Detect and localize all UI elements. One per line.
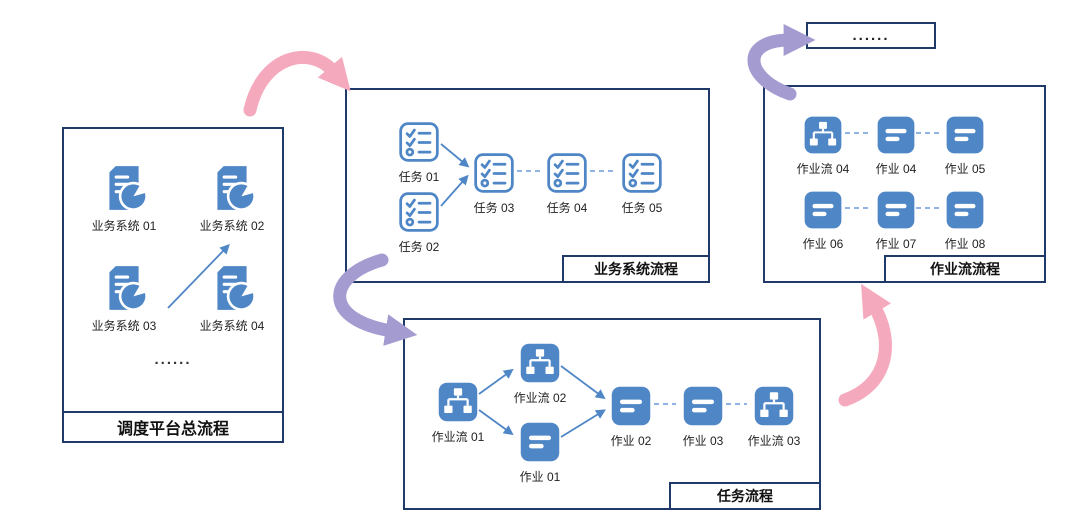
workflow-tree-icon (518, 341, 562, 385)
node-label: 作业流 02 (513, 391, 567, 405)
document-chart-icon (207, 263, 257, 313)
job-icon (875, 114, 917, 156)
node-label: 任务 02 (398, 240, 440, 254)
workflow-panel: 作业流 04 作业 04 作业 05 作业 06 作业 07 作业 08 作业流… (763, 85, 1046, 283)
node-label: 作业 04 (875, 162, 917, 176)
node-label: 作业流 04 (796, 162, 850, 176)
node-label: 作业 05 (944, 162, 986, 176)
node-business-system-03: 业务系统 03 (79, 263, 169, 334)
node-job-01: 作业 01 (498, 420, 582, 485)
job-icon (944, 114, 986, 156)
node-job-05: 作业 05 (927, 114, 1003, 177)
task-panel: 作业流 01 作业流 02 作业 01 作业 02 作业 03 作业流 03 任… (403, 318, 821, 510)
task-checklist-icon (472, 151, 516, 195)
task-checklist-icon (545, 151, 589, 195)
node-label: 任务 05 (621, 201, 663, 215)
job-icon (944, 189, 986, 231)
panel-title: 任务流程 (669, 482, 819, 508)
node-label: 作业流 03 (747, 434, 801, 448)
arrow-task-to-workflow (838, 283, 892, 407)
panel-title: 调度平台总流程 (64, 411, 282, 441)
master-panel: 业务系统 01 业务系统 02 业务系统 03 业务系统 04 ...... 调… (62, 127, 284, 443)
node-workflow-02: 作业流 02 (498, 341, 582, 406)
node-label: 业务系统 01 (91, 219, 157, 233)
node-job-03: 作业 03 (661, 384, 745, 449)
workflow-tree-icon (752, 384, 796, 428)
node-job-07: 作业 07 (858, 189, 934, 252)
document-chart-icon (99, 263, 149, 313)
panel-title: 业务系统流程 (562, 255, 708, 281)
workflow-tree-icon (436, 380, 480, 424)
node-task-04: 任务 04 (527, 151, 607, 216)
node-label: 任务 03 (473, 201, 515, 215)
node-business-system-04: 业务系统 04 (187, 263, 277, 334)
node-task-02: 任务 02 (379, 190, 459, 255)
document-chart-icon (207, 163, 257, 213)
job-icon (681, 384, 725, 428)
node-business-system-01: 业务系统 01 (79, 163, 169, 234)
node-label: 业务系统 04 (199, 319, 265, 333)
job-icon (875, 189, 917, 231)
job-icon (609, 384, 653, 428)
node-task-01: 任务 01 (379, 120, 459, 185)
task-checklist-icon (620, 151, 664, 195)
more-box: ...... (806, 22, 936, 49)
node-business-system-02: 业务系统 02 (187, 163, 277, 234)
node-job-02: 作业 02 (589, 384, 673, 449)
node-label: 作业 02 (610, 434, 652, 448)
node-label: 作业 07 (875, 237, 917, 251)
node-label: 任务 04 (546, 201, 588, 215)
node-workflow-04: 作业流 04 (785, 114, 861, 177)
workflow-tree-icon (802, 114, 844, 156)
node-job-04: 作业 04 (858, 114, 934, 177)
business-panel: 任务 01 任务 02 任务 03 任务 04 任务 05 业务系统流程 (345, 88, 710, 283)
arrow-master-to-business (243, 50, 351, 117)
node-task-03: 任务 03 (454, 151, 534, 216)
node-job-08: 作业 08 (927, 189, 1003, 252)
panel-title: 作业流流程 (884, 255, 1044, 281)
node-label: 业务系统 02 (199, 219, 265, 233)
node-workflow-03: 作业流 03 (732, 384, 816, 449)
task-checklist-icon (397, 190, 441, 234)
job-icon (518, 420, 562, 464)
node-label: 作业 01 (519, 470, 561, 484)
node-job-06: 作业 06 (785, 189, 861, 252)
node-label: 作业 06 (802, 237, 844, 251)
node-task-05: 任务 05 (602, 151, 682, 216)
node-label: 作业流 01 (431, 430, 485, 444)
node-label: 任务 01 (398, 170, 440, 184)
node-label: 作业 03 (682, 434, 724, 448)
node-label: 作业 08 (944, 237, 986, 251)
node-label: 业务系统 03 (91, 319, 157, 333)
document-chart-icon (99, 163, 149, 213)
node-workflow-01: 作业流 01 (416, 380, 500, 445)
more-items-ellipsis: ...... (154, 351, 192, 368)
task-checklist-icon (397, 120, 441, 164)
job-icon (802, 189, 844, 231)
